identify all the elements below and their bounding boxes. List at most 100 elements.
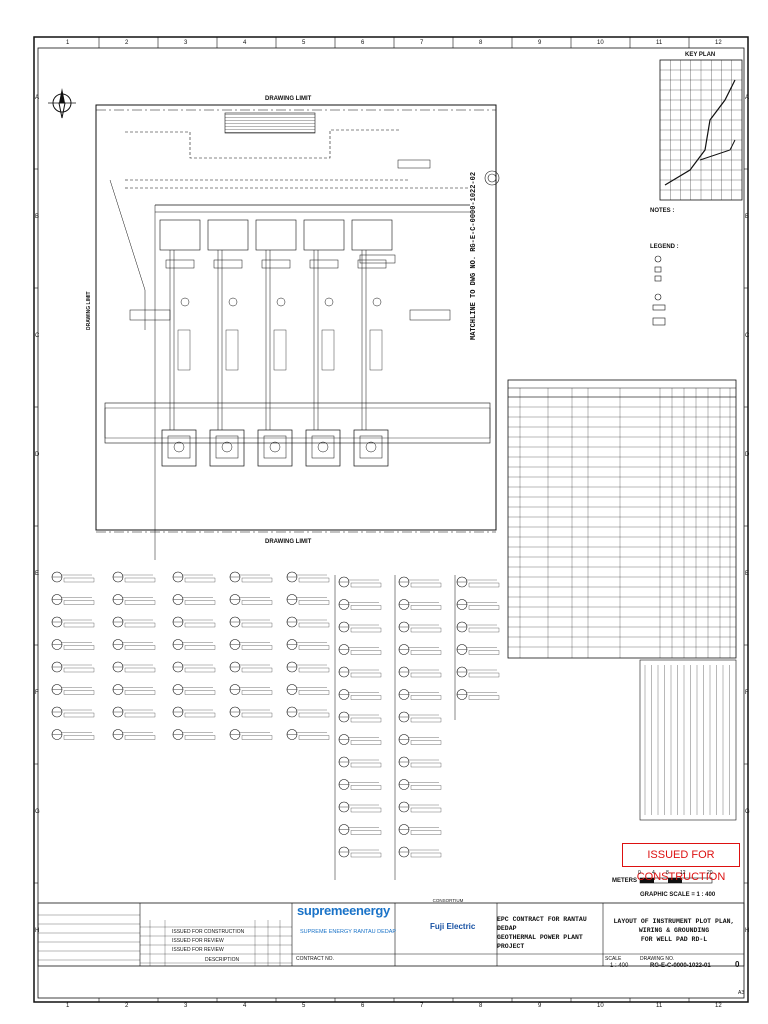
instrument-bubble: [172, 639, 216, 650]
col-label-9: 9: [538, 40, 542, 46]
instrument-bubble: [172, 616, 216, 628]
instrument-bubble: [286, 729, 330, 740]
scale-value: 1 : 400: [610, 963, 629, 969]
drawing-limit-top: DRAWING LIMIT: [265, 96, 312, 102]
instrument-bubble: [456, 644, 500, 655]
consortium-block: CONSORTIUM Fuji Electric: [400, 898, 496, 931]
scale-tick-8: 8: [666, 870, 669, 876]
column-ticks: [98, 37, 690, 1002]
scale-meters: METERS: [612, 878, 638, 884]
scale-tick-0: 0: [638, 870, 641, 876]
instrument-bubble: [112, 706, 156, 718]
instrument-bubble: [398, 846, 442, 858]
contract-no-label: CONTRACT NO.: [296, 956, 334, 962]
instrument-callouts: [51, 571, 500, 880]
instrument-bubble: [338, 711, 382, 723]
col-label-5: 5: [302, 40, 306, 46]
instrument-bubble: [338, 599, 382, 610]
project-title: EPC CONTRACT FOR RANTAU DEDAP GEOTHERMAL…: [497, 915, 597, 951]
instrument-bubble: [229, 616, 273, 628]
wellhead-module: [351, 219, 393, 251]
rev-c-desc: ISSUED FOR CONSTRUCTION: [172, 929, 245, 935]
instrument-bubble: [338, 756, 382, 768]
instrument-bubble: [172, 729, 216, 740]
drawing-number: RG-E-C-0000-1022-01: [650, 963, 711, 969]
col-label-7: 7: [420, 40, 424, 46]
col-label-12: 12: [715, 1003, 722, 1009]
instrument-bubble: [51, 571, 95, 583]
instrument-bubble: [51, 706, 95, 718]
scale-tick-4: 4: [652, 870, 655, 876]
row-label-E: E: [35, 571, 40, 577]
instrument-bubble: [229, 571, 273, 583]
consortium-label: CONSORTIUM: [432, 898, 464, 903]
instrument-bubble: [112, 571, 156, 583]
well-pad-modules: [154, 204, 470, 560]
wellhead-module: [255, 219, 297, 251]
row-label-C: C: [35, 333, 40, 339]
instrument-bubble: [398, 779, 442, 790]
col-label-12: 12: [715, 40, 722, 46]
row-label-H: H: [745, 928, 750, 934]
row-label-G: G: [35, 809, 40, 815]
project-line-2: GEOTHERMAL POWER PLANT PROJECT: [497, 934, 583, 950]
instrument-bubble: [286, 684, 330, 695]
col-label-3: 3: [184, 1003, 188, 1009]
instrument-bubble: [456, 666, 500, 678]
instrument-bubble: [172, 661, 216, 673]
well-pad: [161, 429, 197, 467]
sheet-size: A3: [738, 990, 745, 996]
drawing-limit-bottom: DRAWING LIMIT: [265, 539, 312, 545]
instrument-bubble: [112, 729, 156, 740]
company-logo: supremeenergy SUPREME ENERGY RANTAU DEDA…: [297, 903, 396, 935]
col-label-8: 8: [479, 1003, 483, 1009]
col-label-11: 11: [656, 1003, 663, 1009]
col-label-6: 6: [361, 40, 365, 46]
instrument-bubble: [51, 661, 95, 673]
instrument-bubble: [229, 661, 273, 673]
instrument-bubble: [112, 639, 156, 650]
revision-number: 0: [735, 960, 740, 969]
wellhead-module: [303, 219, 345, 251]
fuji-electric-logo: Fuji Electric: [430, 922, 476, 931]
cable-schedule-table: [507, 379, 737, 659]
instrument-bubble: [112, 661, 156, 673]
instrument-bubble: [286, 571, 330, 583]
scale-label: SCALE: [605, 956, 622, 962]
instrument-bubble: [51, 594, 95, 605]
instrument-bubble: [172, 594, 216, 605]
instrument-bubble: [112, 594, 156, 605]
title-line-2: FOR WELL PAD RD-L: [640, 936, 708, 943]
row-label-G: G: [745, 809, 750, 815]
instrument-bubble: [172, 571, 216, 583]
instrument-bubble: [229, 594, 273, 605]
instrument-bubble: [229, 639, 273, 650]
notes-title: NOTES :: [650, 208, 675, 214]
instrument-bubble: [398, 824, 442, 835]
col-label-5: 5: [302, 1003, 306, 1009]
instrument-bubble: [398, 576, 442, 588]
title-block: [37, 902, 745, 967]
drawing-title: LAYOUT OF INSTRUMENT PLOT PLAN, WIRING &…: [605, 917, 743, 944]
col-label-4: 4: [243, 1003, 247, 1009]
instrument-bubble: [112, 616, 156, 628]
col-label-2: 2: [125, 1003, 129, 1009]
instrument-bubble: [286, 639, 330, 650]
instrument-bubble: [229, 706, 273, 718]
instrument-bubble: [338, 576, 382, 588]
instrument-bubble: [338, 621, 382, 633]
wellhead-module: [159, 219, 201, 251]
row-label-B: B: [35, 214, 40, 220]
instrument-bubble: [229, 684, 273, 695]
instrument-bubble: [172, 684, 216, 695]
row-label-A: A: [35, 95, 40, 101]
well-pad: [209, 429, 245, 467]
instrument-bubble: [338, 689, 382, 700]
scale-tick-20: 20: [707, 870, 713, 876]
instrument-bubble: [338, 779, 382, 790]
company-subtitle: SUPREME ENERGY RANTAU DEDAP: [300, 929, 397, 935]
rev-b-desc: ISSUED FOR REVIEW: [172, 938, 224, 944]
instrument-bubble: [398, 644, 442, 655]
col-label-2: 2: [125, 40, 129, 46]
col-label-6: 6: [361, 1003, 365, 1009]
